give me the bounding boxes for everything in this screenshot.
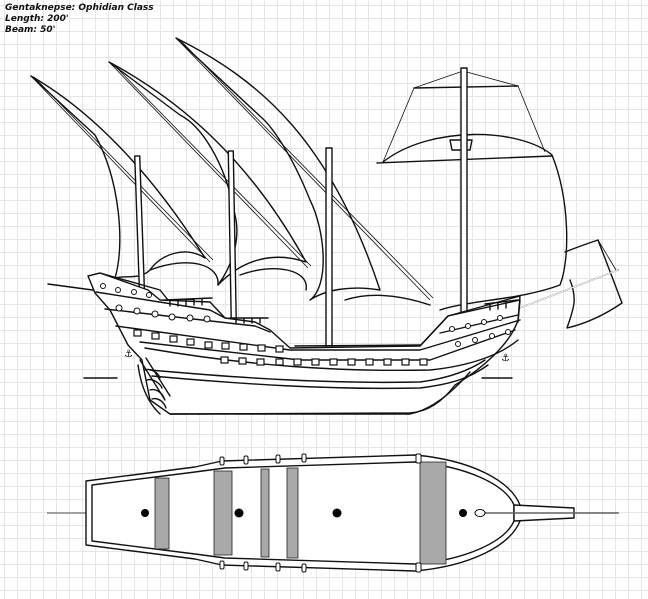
mast-positions: [141, 508, 467, 518]
anchor-stern-icon: ⚓: [124, 349, 133, 360]
gun-ports: [133, 329, 428, 366]
masts: [134, 67, 468, 354]
mast-main: [325, 147, 333, 354]
deck-planking-2: [213, 470, 233, 556]
deck-planking-1: [154, 477, 170, 550]
sail-belly-3: [344, 294, 431, 306]
deck-planking-4: [286, 467, 299, 559]
portholes-round: [100, 283, 511, 347]
deck-plan: [47, 453, 619, 573]
lateen-sail-main: [175, 37, 434, 301]
ship-length: Length: 200': [5, 14, 69, 24]
deck-planking-3: [260, 468, 270, 558]
ship-beam: Beam: 50': [5, 25, 56, 35]
deck-planking-5: [419, 461, 447, 565]
side-elevation: ⚓ ⚓: [30, 37, 623, 415]
lateen-sail-aft: [30, 75, 214, 279]
ship-name: Gentaknepse: Ophidian Class: [5, 3, 154, 13]
stern-boom: [47, 283, 101, 292]
rail-posts: [219, 453, 422, 573]
spritsail: [564, 239, 623, 329]
stern-gallery: [137, 357, 171, 415]
ship-caption: Gentaknepse: Ophidian Class Length: 200'…: [5, 3, 154, 36]
sail-belly-1: [149, 262, 219, 286]
anchor-bow-icon: ⚓: [501, 353, 510, 364]
capstan: [474, 509, 486, 517]
sail-belly-2: [239, 268, 307, 291]
